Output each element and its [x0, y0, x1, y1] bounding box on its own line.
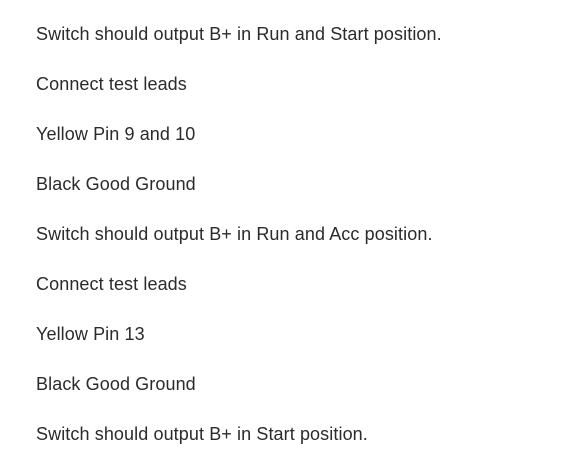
instruction-line: Black Good Ground — [36, 174, 196, 194]
instruction-line: Black Good Ground — [36, 374, 196, 394]
instruction-line: Switch should output B+ in Start positio… — [36, 424, 368, 444]
instruction-line: Switch should output B+ in Run and Acc p… — [36, 224, 433, 244]
instruction-line: Connect test leads — [36, 274, 187, 294]
instructions-document: Switch should output B+ in Run and Start… — [36, 20, 556, 470]
instruction-line: Connect test leads — [36, 74, 187, 94]
instruction-line: Yellow Pin 13 — [36, 324, 145, 344]
instruction-line: Yellow Pin 9 and 10 — [36, 124, 196, 144]
instruction-line: Switch should output B+ in Run and Start… — [36, 24, 442, 44]
